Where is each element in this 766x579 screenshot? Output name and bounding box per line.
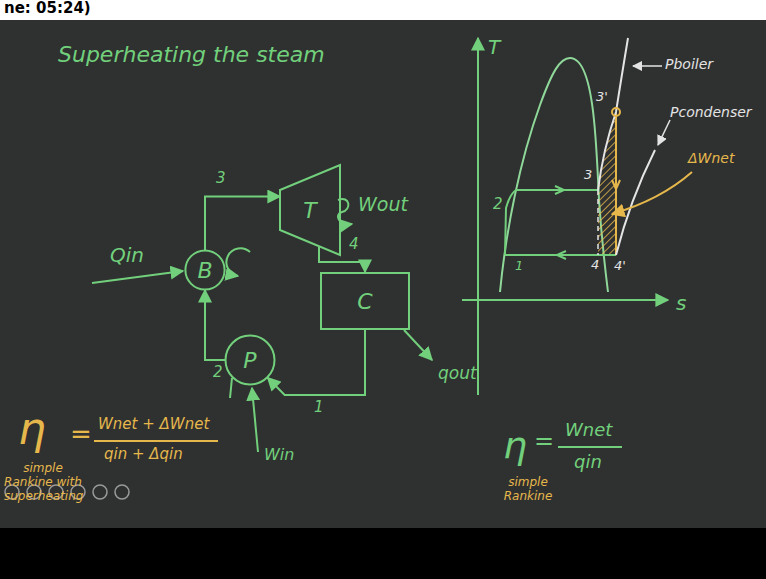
cycle-extras (92, 199, 432, 452)
boiler-pressure-curve (598, 38, 628, 190)
state-number: 2 (493, 196, 503, 213)
equals-sign: = (534, 428, 554, 456)
superheat-expansion-line (615, 112, 617, 255)
efficiency-symbol: η (503, 424, 527, 468)
axis-label: T (488, 36, 500, 59)
fraction-bar (94, 440, 218, 442)
leader-line (633, 65, 662, 67)
direction-arrow (612, 180, 620, 189)
condenser-box: C (320, 272, 410, 330)
efficiency-subscript: simple Rankine (497, 476, 559, 504)
state-number: 1 (312, 399, 326, 416)
node-label: P (243, 348, 256, 373)
flow-line (205, 197, 280, 251)
fraction-bar (558, 446, 622, 448)
state-point (612, 108, 620, 116)
ts-diagram (462, 38, 692, 395)
turbine-shape: T (280, 165, 340, 255)
numerator-text: Wnet + ΔWnet (98, 416, 209, 433)
entropy-axis (462, 299, 668, 301)
expansion-line (597, 190, 599, 255)
direction-arrow (557, 251, 566, 259)
heat-in-arrow (92, 271, 183, 283)
flow-line (205, 290, 225, 360)
state-number: 4' (614, 259, 626, 274)
work-gain-label: ΔWnet (688, 150, 734, 166)
state-number: 3 (214, 170, 228, 187)
state-number: 4 (347, 236, 361, 253)
flow-line (268, 330, 365, 395)
saturation-dome (500, 58, 608, 292)
denominator-text: qin + Δqin (104, 446, 183, 463)
work-out-label: Wout (358, 194, 408, 216)
efficiency-subscript: simple Rankine with superheating (4, 462, 82, 503)
condenser-pressure-curve (616, 150, 655, 255)
timestamp-text: ne: 05:24) (4, 0, 91, 17)
denominator-text: qin (574, 452, 602, 473)
leader-line (658, 120, 670, 145)
numerator-text: Wnet (565, 420, 612, 441)
pump-tail (230, 378, 232, 398)
heat-out-arrow (404, 330, 432, 360)
outline (280, 165, 340, 255)
pump-circle: P (225, 335, 275, 385)
temperature-axis (477, 38, 479, 395)
work-in-label: Win (264, 446, 294, 464)
boiler-circle: B (185, 250, 225, 290)
top-band (0, 0, 766, 20)
outline (185, 250, 224, 289)
node-label: T (303, 198, 316, 223)
heat-in-label: Qin (110, 244, 144, 267)
direction-arrow (555, 186, 564, 194)
node-label: C (357, 289, 372, 314)
work-in-arrow (252, 388, 258, 452)
outline (226, 336, 275, 385)
title-text: Superheating the steam (58, 42, 325, 67)
state-number: 4 (591, 258, 599, 273)
state-number: 1 (515, 259, 523, 274)
node-label: B (197, 258, 212, 283)
heat-out-label: qout (438, 364, 477, 384)
cycle-direction-arrow (226, 248, 250, 276)
pressure-label: Pboiler (665, 56, 713, 72)
state-number: 2 (211, 364, 225, 381)
efficiency-symbol: η (18, 404, 46, 455)
toolbar-icon (93, 485, 107, 499)
toolbar-icon (115, 485, 129, 499)
pressure-label: Pcondenser (670, 104, 752, 120)
equals-sign: = (70, 420, 92, 450)
state-number: 3 (584, 168, 592, 183)
axis-label: s (676, 292, 686, 315)
bottom-band (0, 528, 766, 579)
state-number: 3' (596, 90, 608, 105)
leader-line (612, 172, 692, 214)
heating-line (505, 190, 598, 255)
